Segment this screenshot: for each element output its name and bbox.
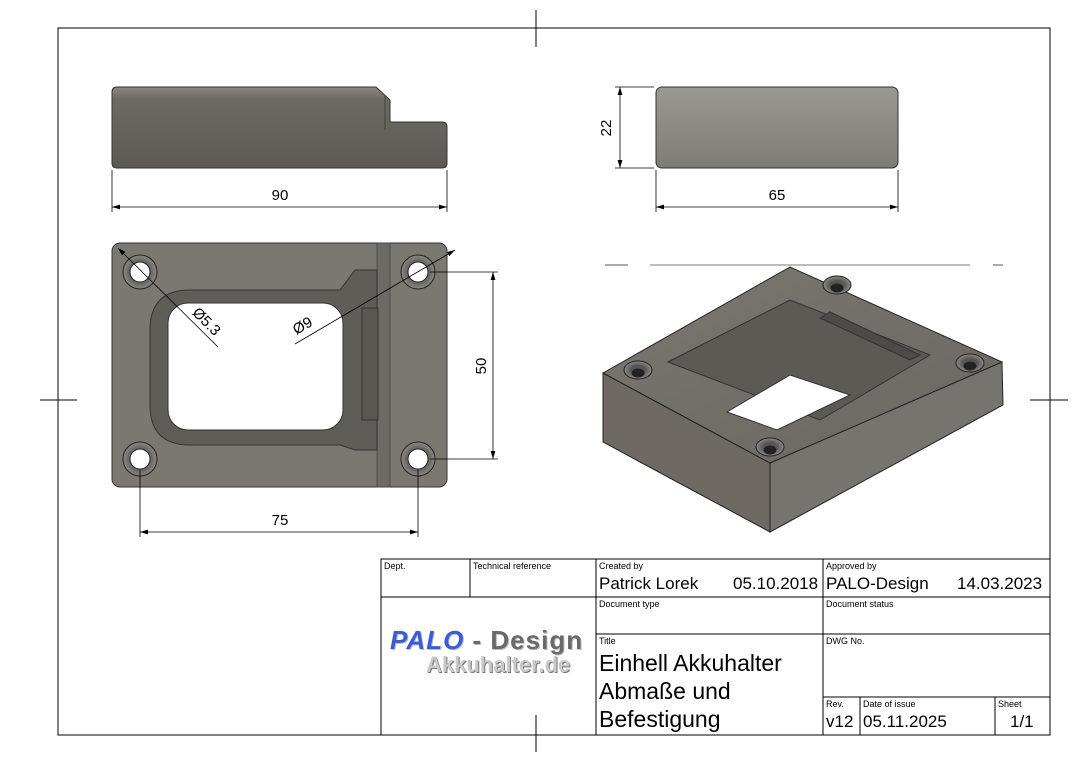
drawing-title-line3: Befestigung — [599, 706, 721, 732]
dimension-65 — [655, 170, 899, 212]
end-view — [655, 86, 899, 169]
sheet-number: 1/1 — [1010, 712, 1034, 731]
title-label: Title — [599, 636, 616, 646]
technical-reference-label: Technical reference — [473, 561, 552, 571]
drawing-title-line1: Einhell Akkuhalter — [599, 650, 782, 676]
document-status-label: Document status — [826, 599, 894, 609]
dimension-90-label: 90 — [272, 187, 289, 204]
dwg-no-label: DWG No. — [826, 636, 865, 646]
dimension-90 — [111, 170, 448, 212]
rev-label: Rev. — [826, 699, 844, 709]
dimension-65-label: 65 — [769, 187, 786, 204]
dimension-22-label: 22 — [598, 120, 615, 137]
document-type-label: Document type — [599, 599, 660, 609]
isometric-view — [601, 264, 1004, 533]
logo-line2: Akkuhalter.de — [426, 652, 571, 677]
title-block-grid — [380, 558, 1051, 736]
approved-by-label: Approved by — [826, 561, 877, 571]
date-of-issue-label: Date of issue — [863, 699, 916, 709]
drawing-title-line2: Abmaße und — [599, 678, 731, 704]
side-view — [111, 86, 448, 169]
sheet-label: Sheet — [998, 699, 1022, 709]
dimension-50-label: 50 — [473, 358, 490, 375]
revision: v12 — [826, 712, 854, 731]
approved-date: 14.03.2023 — [957, 574, 1043, 593]
dimension-75-label: 75 — [272, 512, 289, 529]
dimension-75 — [139, 470, 419, 537]
date-of-issue: 05.11.2025 — [863, 712, 947, 731]
created-by-label: Created by — [599, 561, 644, 571]
dept-label: Dept. — [384, 561, 406, 571]
approved-by: PALO-Design — [826, 574, 929, 593]
dimension-50 — [430, 271, 498, 460]
iso-holes — [623, 275, 985, 457]
logo-line1: PALO - Design — [390, 625, 584, 655]
top-view — [111, 242, 448, 488]
created-date: 05.10.2018 — [733, 574, 819, 593]
dimension-diameters — [117, 247, 456, 348]
company-logo: PALO - Design Akkuhalter.de — [390, 625, 583, 678]
created-by: Patrick Lorek — [599, 574, 699, 593]
dimension-22 — [615, 86, 654, 169]
